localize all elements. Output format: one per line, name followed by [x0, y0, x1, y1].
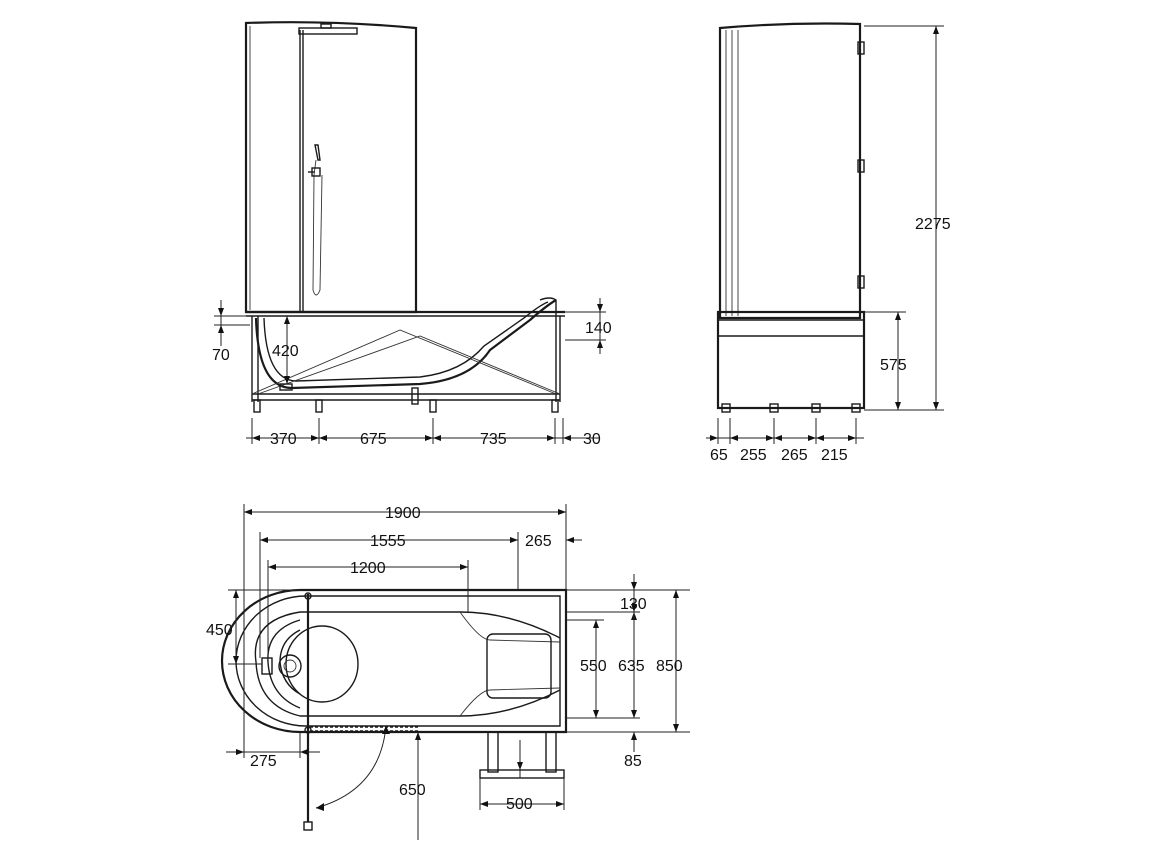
dim-650: 650: [399, 782, 426, 799]
dim-265: 265: [781, 447, 808, 464]
dim-500: 500: [506, 796, 533, 813]
dim-30: 30: [583, 431, 601, 448]
plan-dimensions: [226, 504, 690, 840]
dim-70: 70: [212, 347, 230, 364]
dim-140: 140: [585, 320, 612, 337]
dim-65: 65: [710, 447, 728, 464]
dim-850: 850: [656, 658, 683, 675]
dim-735: 735: [480, 431, 507, 448]
dim-1900: 1900: [385, 505, 421, 522]
front-dimensions: [214, 298, 606, 444]
dim-215: 215: [821, 447, 848, 464]
dim-675: 675: [360, 431, 387, 448]
plan-step: [479, 731, 565, 779]
side-view: 2275 575 65 255 265 215: [706, 22, 951, 464]
dim-550: 550: [580, 658, 607, 675]
side-screen: [718, 22, 865, 320]
shower-screen: [244, 21, 418, 314]
dim-420: 420: [272, 343, 299, 360]
bath-tub: [246, 297, 565, 413]
dim-265-plan: 265: [525, 533, 552, 550]
dim-1555: 1555: [370, 533, 406, 550]
side-dimensions: [706, 25, 944, 444]
plan-screen: [303, 592, 390, 831]
dim-255: 255: [740, 447, 767, 464]
dim-575: 575: [880, 357, 907, 374]
dim-635: 635: [618, 658, 645, 675]
dim-370: 370: [270, 431, 297, 448]
side-tub: [716, 310, 866, 413]
shower-column: [298, 23, 358, 312]
dim-130: 130: [620, 596, 647, 613]
dim-1200: 1200: [350, 560, 386, 577]
dim-2275: 2275: [915, 216, 951, 233]
dim-275: 275: [250, 753, 277, 770]
plan-tub: [220, 588, 568, 734]
front-view: 370 675 735 30 70 420 140: [212, 21, 612, 448]
dim-450: 450: [206, 622, 233, 639]
dim-85: 85: [624, 753, 642, 770]
plan-view: 1900 1555 265 1200 450 130 550 635 850 8…: [206, 504, 690, 840]
